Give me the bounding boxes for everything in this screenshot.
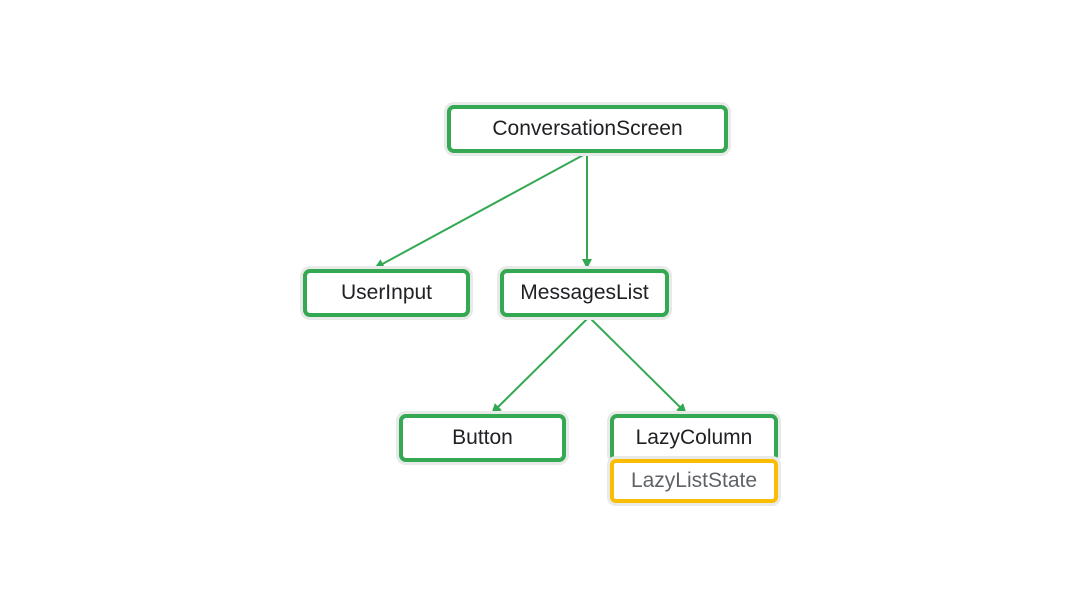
node-user-input: UserInput <box>303 269 470 317</box>
node-label: ConversationScreen <box>492 117 683 140</box>
edge-messageslist-button <box>491 316 590 414</box>
node-messages-list: MessagesList <box>500 269 669 317</box>
node-lazy-column: LazyColumn <box>610 414 778 462</box>
node-conversation-screen: ConversationScreen <box>447 105 728 153</box>
node-button: Button <box>399 414 566 462</box>
node-label: MessagesList <box>520 281 649 304</box>
node-label: Button <box>452 426 513 449</box>
edge-messageslist-lazycolumn <box>588 316 687 414</box>
node-label: UserInput <box>340 281 433 304</box>
node-lazy-list-state: LazyListState <box>610 459 778 503</box>
edge-conversationscreen-userinput <box>374 152 588 269</box>
node-label: LazyColumn <box>635 426 753 449</box>
node-label: LazyListState <box>630 469 758 492</box>
